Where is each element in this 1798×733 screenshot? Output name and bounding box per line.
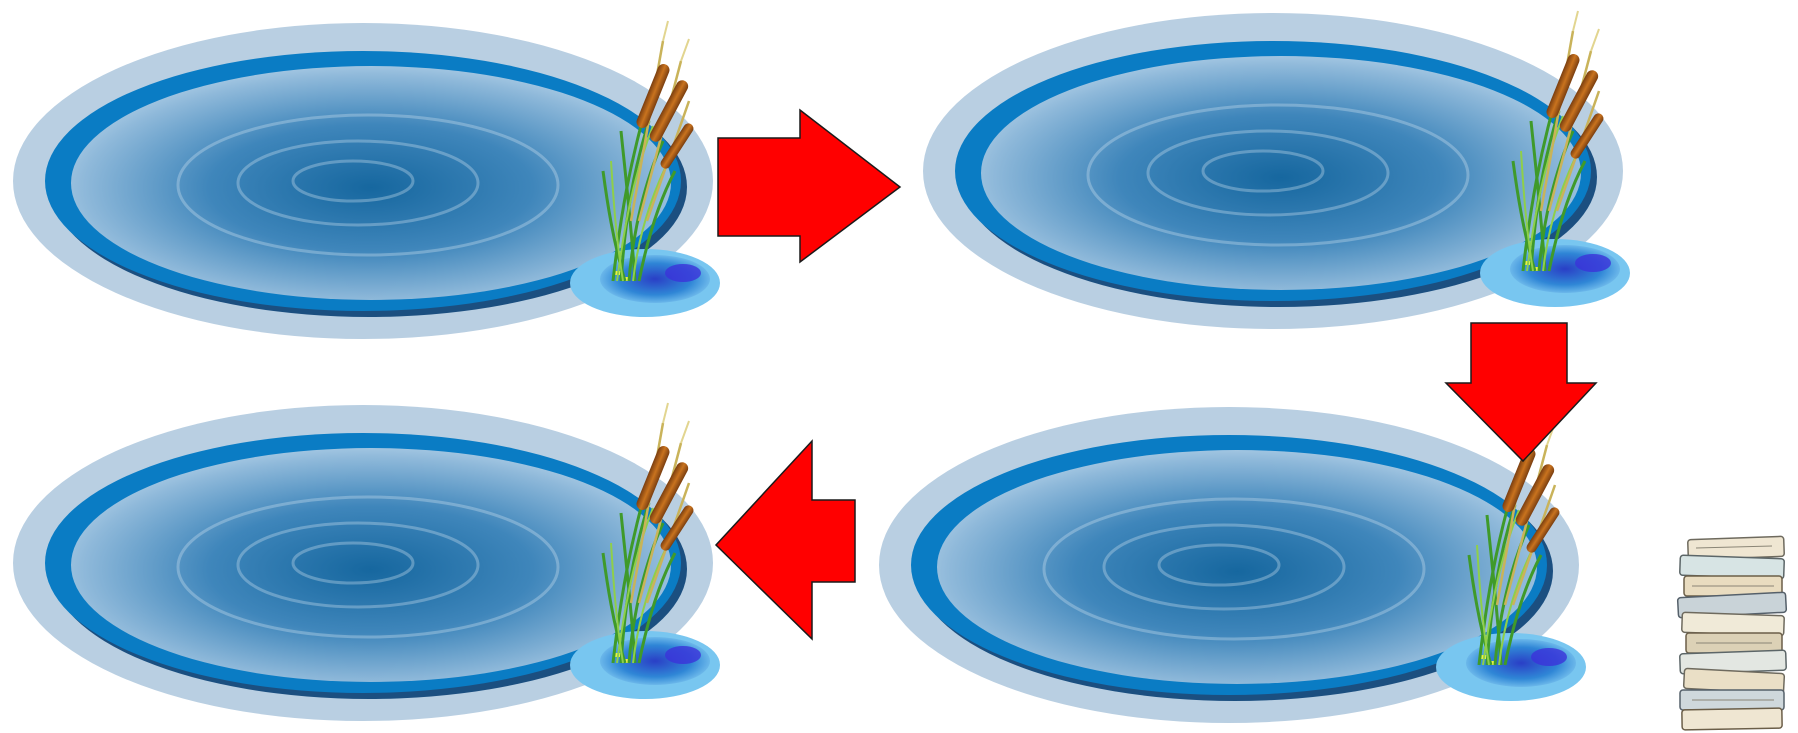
pond-bottom-right bbox=[879, 405, 1586, 723]
arrow-down bbox=[1446, 323, 1596, 461]
arrow-right bbox=[718, 110, 900, 262]
pond-top-left bbox=[13, 21, 720, 339]
book-stack-icon bbox=[1678, 536, 1787, 730]
arrow-left bbox=[716, 441, 855, 639]
pond-bottom-left bbox=[13, 403, 720, 721]
pond-top-right bbox=[923, 11, 1630, 329]
